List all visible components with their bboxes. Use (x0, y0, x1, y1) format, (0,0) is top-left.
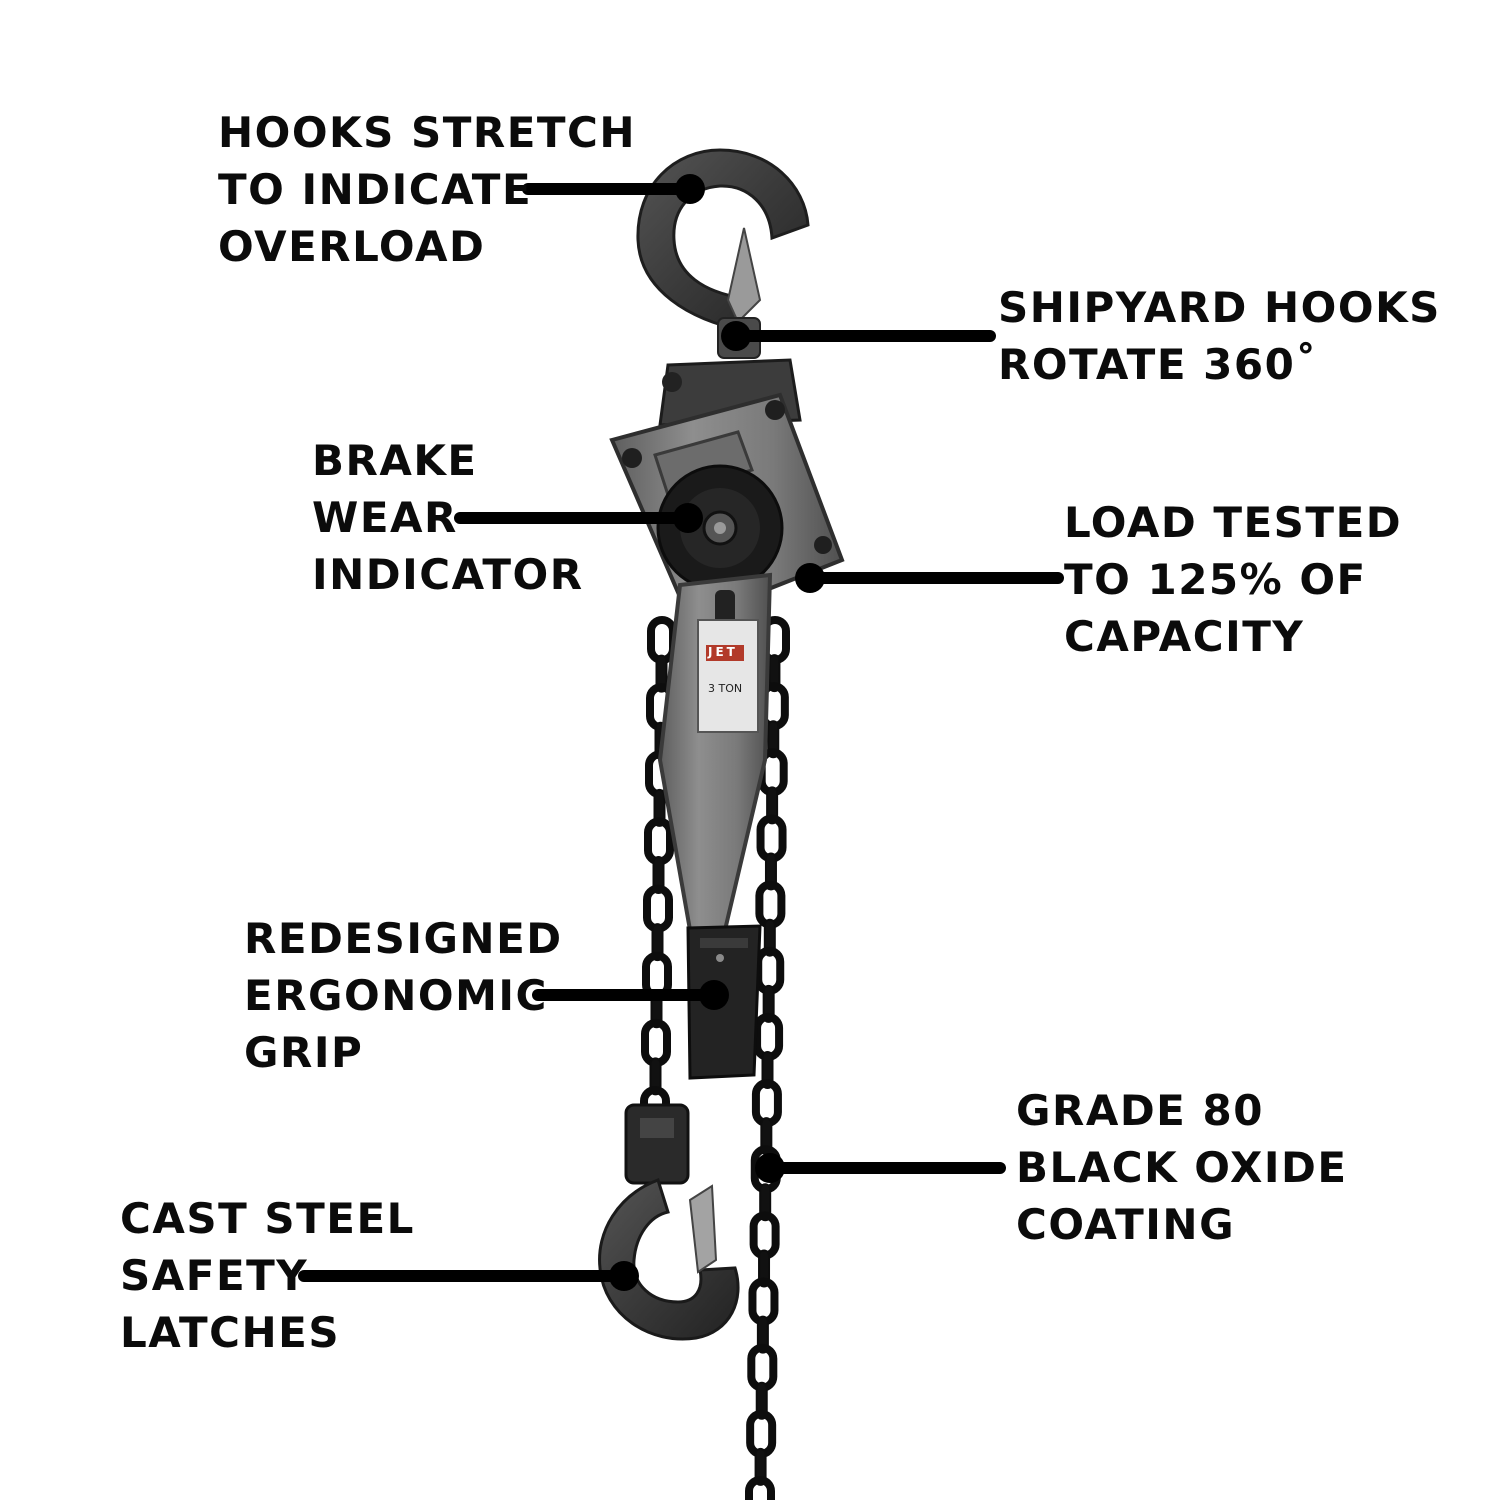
chain-link (762, 984, 775, 1023)
callout-line: LATCHES (120, 1308, 341, 1357)
callout-line: CAPACITY (1064, 612, 1305, 661)
chain-link (651, 923, 664, 962)
callout-line: HOOKS STRETCH (218, 108, 637, 157)
chain-link (745, 1476, 775, 1500)
callout-line: BRAKE (312, 436, 478, 485)
chain-link (761, 1051, 774, 1089)
chain-link (749, 1211, 780, 1260)
callout-line: LOAD TESTED (1064, 498, 1403, 547)
callout-load-tested: LOAD TESTED TO 125% OF CAPACITY (1064, 494, 1402, 665)
chain-link (753, 1012, 784, 1061)
callout-shipyard-hooks: SHIPYARD HOOKS ROTATE 360˚ (998, 279, 1441, 393)
chain-link (763, 918, 776, 957)
chain-link (641, 1018, 671, 1067)
leader-shipyard-hooks (721, 321, 996, 351)
callout-line: TO 125% OF (1064, 555, 1367, 604)
nameplate-capacity: 3 TON (708, 682, 743, 695)
chain-link (653, 788, 666, 827)
chain-link (767, 720, 780, 759)
chain-link (747, 1343, 778, 1392)
callout-line: INDICATOR (312, 550, 584, 599)
chain-link (751, 1079, 782, 1128)
callout-line: COATING (1016, 1200, 1236, 1249)
chain-link (746, 1409, 777, 1458)
callout-ergonomic-grip: REDESIGNED ERGONOMIC GRIP (244, 910, 563, 1081)
leader-hooks-stretch (522, 174, 705, 204)
callout-line: OVERLOAD (218, 222, 486, 271)
callout-line: ROTATE 360˚ (998, 340, 1318, 389)
chain-link (755, 880, 786, 929)
nameplate-brand: JET (708, 645, 738, 659)
chain-link (652, 856, 665, 894)
lever-handle (657, 572, 773, 932)
nameplate (697, 619, 759, 733)
chain-link (756, 814, 787, 863)
leader-grade-80 (755, 1153, 1006, 1183)
chain-link (766, 786, 779, 825)
chain-link (754, 946, 785, 995)
chain-link (647, 616, 677, 664)
callout-line: REDESIGNED (244, 914, 563, 963)
bottom-hook (598, 1103, 740, 1341)
chain-link (758, 1249, 771, 1288)
leader-load-tested (795, 563, 1064, 593)
callout-line: ERGONOMIC (244, 971, 548, 1020)
callout-line: SHIPYARD HOOKS (998, 283, 1441, 332)
callout-line: GRIP (244, 1028, 364, 1077)
callout-line: SAFETY (120, 1251, 309, 1300)
chain-link (764, 852, 777, 891)
chain-link (649, 1057, 662, 1096)
leader-ergonomic-grip (532, 980, 729, 1010)
callout-hooks-stretch: HOOKS STRETCH TO INDICATE OVERLOAD (218, 104, 636, 275)
brake-wear-indicator-wheel (656, 464, 784, 592)
leader-lines (298, 174, 1064, 1291)
callout-brake-wear: BRAKE WEAR INDICATOR (312, 432, 584, 603)
top-hook (636, 148, 810, 359)
chain-link (754, 1447, 767, 1486)
chain-link (644, 817, 674, 866)
chain-link (756, 1315, 769, 1354)
callout-line: TO INDICATE (218, 165, 533, 214)
callout-grade-80: GRADE 80 BLACK OXIDE COATING (1016, 1082, 1348, 1253)
chain-link (748, 1277, 779, 1326)
callout-line: GRADE 80 (1016, 1086, 1264, 1135)
chain-link (759, 1183, 772, 1222)
chain-link (643, 884, 673, 933)
chain-link (655, 654, 668, 693)
callout-safety-latches: CAST STEEL SAFETY LATCHES (120, 1190, 415, 1361)
callout-line: WEAR (312, 493, 458, 542)
callout-line: CAST STEEL (120, 1194, 415, 1243)
callout-line: BLACK OXIDE (1016, 1143, 1348, 1192)
chain-link (768, 654, 781, 693)
leader-safety-latches (298, 1261, 639, 1291)
leader-brake-wear (454, 503, 703, 533)
chain-link (755, 1381, 768, 1420)
